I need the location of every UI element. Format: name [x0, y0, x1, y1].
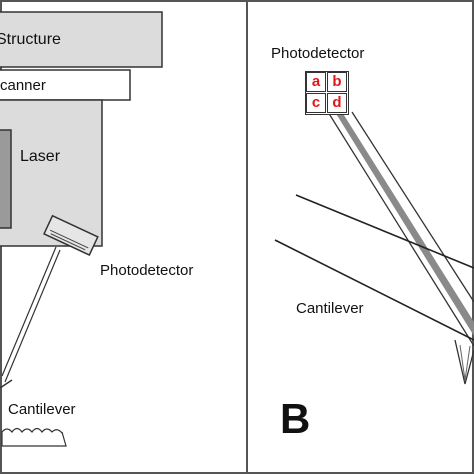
scanner-label: canner — [0, 77, 46, 94]
quadrant-a: a — [306, 72, 326, 92]
quadrant-d: d — [327, 93, 347, 113]
photodetector-label-b: Photodetector — [271, 45, 365, 62]
laser-label: Laser — [20, 148, 61, 165]
structure-block — [0, 11, 163, 68]
panel-letter-b: B — [280, 395, 311, 442]
structure-label: Structure — [0, 31, 61, 48]
laser-beam-line-2 — [1, 246, 57, 377]
photodetector-device — [43, 214, 99, 257]
quadrant-b: b — [327, 72, 347, 92]
cantilever-a — [0, 379, 13, 389]
reflected-beam — [335, 112, 474, 336]
laser-beam-line-1 — [4, 249, 61, 383]
beam-edge-outer — [351, 111, 474, 303]
quadrant-photodetector: a b c d — [305, 71, 349, 115]
laser-inner-block — [0, 129, 12, 229]
cantilever-bottom-edge — [274, 239, 474, 341]
cantilever-label-a: Cantilever — [8, 401, 76, 418]
photodetector-label-a: Photodetector — [100, 262, 194, 279]
cantilever-label-b: Cantilever — [296, 300, 364, 317]
quadrant-c: c — [306, 93, 326, 113]
cantilever-top-edge — [295, 194, 474, 269]
sample-surface — [1, 427, 67, 447]
beam-edge-inner — [327, 111, 474, 347]
cantilever-tip — [454, 339, 474, 385]
